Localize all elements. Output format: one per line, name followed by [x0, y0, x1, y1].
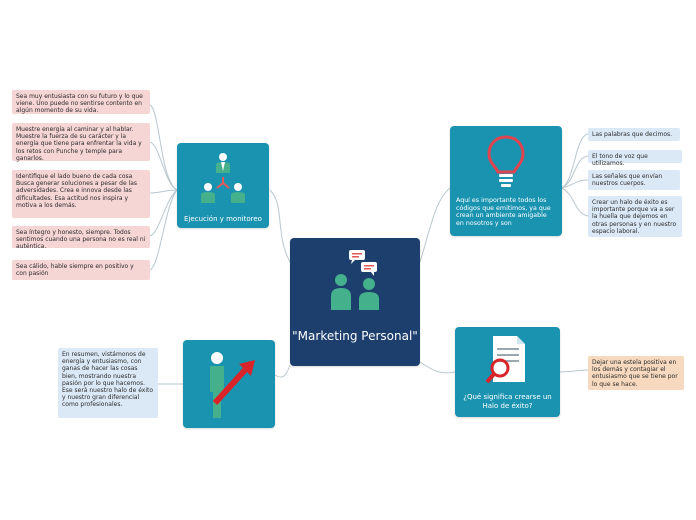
team-hierarchy-icon: [199, 151, 247, 207]
note-lado-bueno[interactable]: Identifique el lado bueno de cada cosa B…: [12, 170, 150, 218]
topic-codes[interactable]: Aquí es importante todos los códigos que…: [450, 126, 562, 236]
note-calido[interactable]: Sea cálido, hable siempre en positivo y …: [12, 260, 150, 280]
note-estela[interactable]: Dejar una estela positiva en los demás y…: [588, 356, 684, 390]
two-people-chat-icon: [327, 248, 383, 312]
topic-halo-label: ¿Qué significa crearse un Halo de éxito?: [463, 393, 552, 410]
topic-execution[interactable]: Ejecución y monitoreo: [177, 143, 269, 228]
note-resumen[interactable]: En resumen, vistámonos de energía y entu…: [58, 348, 158, 418]
note-halo-importante[interactable]: Crear un halo de éxito es importante por…: [588, 196, 682, 237]
document-magnifier-icon: [485, 334, 531, 386]
central-topic[interactable]: "Marketing Personal": [290, 238, 420, 366]
topic-summary[interactable]: [183, 340, 275, 428]
note-energia[interactable]: Muestre energía al caminar y al hablar. …: [12, 123, 150, 162]
note-senales[interactable]: Las señales que envían nuestros cuerpos.: [588, 170, 680, 190]
note-palabras[interactable]: Las palabras que decimos.: [588, 128, 680, 141]
topic-execution-label: Ejecución y monitoreo: [184, 215, 262, 223]
topic-codes-label: Aquí es importante todos los códigos que…: [456, 197, 551, 227]
note-integro[interactable]: Sea íntegro y honesto, siempre. Todos se…: [12, 226, 150, 250]
topic-halo[interactable]: ¿Qué significa crearse un Halo de éxito?: [455, 327, 560, 417]
lightbulb-icon: [486, 134, 526, 190]
note-entusiasta[interactable]: Sea muy entusiasta con su futuro y lo qu…: [12, 90, 150, 114]
growth-person-arrow-icon: [201, 348, 259, 420]
note-tono[interactable]: El tono de voz que utilizamos.: [588, 150, 682, 167]
central-title: "Marketing Personal": [292, 329, 418, 343]
